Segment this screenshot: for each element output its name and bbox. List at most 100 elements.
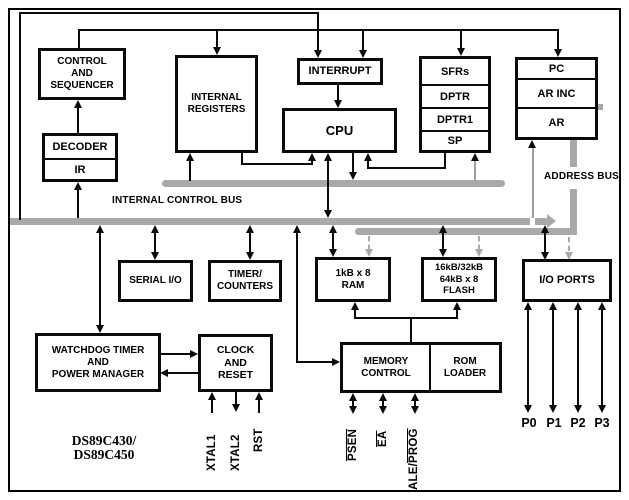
arrow-databus-to-sp: [471, 153, 479, 161]
data-bus-to-sp-line: [474, 158, 476, 181]
dptr-label: DPTR: [440, 90, 470, 103]
bus-watchdog-line: [99, 232, 101, 326]
arrow-psen-down: [349, 406, 357, 414]
arrow-ea-down: [379, 406, 387, 414]
memctl-bracket-right: [456, 310, 458, 318]
memory-control-rom-loader-block: MEMORY CONTROL ROM LOADER: [340, 342, 502, 393]
arrow-into-sfrs: [457, 48, 465, 56]
bus-memctl-hline: [296, 361, 332, 363]
arrow-psen-up: [349, 393, 357, 401]
arrow-bus-to-ir: [74, 182, 82, 190]
arrow-cpu-to-ctrlbus: [324, 210, 332, 218]
rom-loader-cell: ROM LOADER: [431, 345, 499, 390]
arrow-p2-up: [574, 302, 582, 310]
address-bus-label: ADDRESS BUS: [544, 171, 619, 182]
sp-bracket-right: [444, 153, 446, 168]
rom-loader-label: ROM LOADER: [443, 355, 487, 379]
top-outer-line: [19, 12, 319, 14]
left-vertical-line: [19, 12, 21, 220]
address-bus-stub: [598, 104, 603, 110]
address-bus-vertical-lower: [570, 189, 577, 235]
arrow-p0-up: [524, 302, 532, 310]
p2-line: [577, 309, 579, 406]
rst-line: [258, 399, 260, 413]
arrow-into-pc: [554, 49, 562, 57]
cpu-ctrlbus-line: [327, 160, 329, 211]
arrow-aleprog-up: [411, 393, 419, 401]
arrow-p0-down: [524, 405, 532, 413]
arrow-sp-to-cpu: [364, 153, 372, 161]
ar-inc-cell: AR INC: [518, 78, 595, 107]
memory-control-cell: MEMORY CONTROL: [343, 345, 431, 390]
arrow-databus-to-registers: [186, 153, 194, 161]
arrow-into-registers: [213, 47, 221, 55]
p1-line: [552, 309, 554, 406]
memory-control-label: MEMORY CONTROL: [361, 355, 411, 379]
sfrs-cell: SFRs: [422, 59, 488, 84]
dptr1-label: DPTR1: [436, 113, 474, 126]
p0-line: [527, 309, 529, 406]
watchdog-block: WATCHDOG TIMER AND POWER MANAGER: [35, 333, 161, 392]
bus-flash-line: [442, 232, 444, 251]
ram-label: 1kB x 8 RAM: [335, 267, 371, 291]
ar-inc-label: AR INC: [537, 87, 576, 100]
bus-ioports-line: [544, 232, 546, 254]
arrow-rst-in: [255, 392, 263, 400]
arrow-bus-to-ioports: [541, 252, 549, 260]
serial-io-label: SERIAL I/O: [129, 275, 182, 286]
arrow-watchdog-to-bus: [96, 225, 104, 233]
arrow-p2-down: [574, 405, 582, 413]
sp-cell: SP: [422, 130, 488, 150]
dptr-cell: DPTR: [422, 84, 488, 107]
arrow-decoder-to-control: [74, 100, 82, 108]
registers-bracket-bottom: [241, 163, 313, 165]
arrow-bus-to-timer: [246, 252, 254, 260]
arrow-p1-up: [549, 302, 557, 310]
watchdog-label: WATCHDOG TIMER AND POWER MANAGER: [51, 344, 145, 380]
p3-line: [601, 309, 603, 406]
arrow-watchdog-to-clock: [190, 350, 198, 358]
p1-pin-label: P1: [546, 416, 562, 430]
arrow-timer-to-bus: [246, 225, 254, 233]
p0-pin-label: P0: [521, 416, 537, 430]
control-sequencer-block: CONTROL AND SEQUENCER: [38, 48, 126, 100]
sp-bracket-left: [367, 160, 369, 169]
control-bus-to-ar-line: [532, 146, 534, 218]
bus-serial-line: [154, 232, 156, 253]
psen-line: [352, 400, 354, 407]
decoder-label: DECODER: [52, 141, 108, 153]
ir-label: IR: [74, 163, 86, 176]
control-seq-drop-line: [78, 29, 80, 48]
psen-pin-label: PSEN: [347, 428, 359, 461]
arrow-ioports-to-bus: [541, 225, 549, 233]
prog-part: PROG: [408, 428, 420, 463]
interrupt-label: INTERRUPT: [308, 64, 372, 77]
clock-reset-block: CLOCK AND RESET: [198, 334, 273, 392]
arrow-bus-to-watchdog: [96, 325, 104, 333]
ar-label: AR: [548, 117, 565, 129]
io-ports-block: I/O PORTS: [522, 259, 612, 302]
pc-label: PC: [548, 63, 565, 75]
xtal1-pin-label: XTAL1: [206, 434, 218, 471]
sp-label: SP: [447, 135, 463, 147]
clock-to-watchdog-line: [168, 372, 199, 374]
arrow-p1-down: [549, 405, 557, 413]
arrow-cpu-to-databus: [349, 172, 357, 180]
arrow-p3-up: [598, 302, 606, 310]
registers-drop-line: [216, 29, 218, 49]
xtal2-line: [235, 392, 237, 405]
timer-counters-block: TIMER/ COUNTERS: [208, 260, 282, 302]
pc-drop-line: [557, 29, 559, 50]
addrbus-ioports-dashed-line: [568, 237, 570, 251]
arrow-memctl-to-bus: [293, 225, 301, 233]
internal-registers-block: INTERNAL REGISTERS: [175, 55, 258, 153]
ar-cell: AR: [518, 107, 595, 137]
arrow-ram-to-bus: [329, 225, 337, 233]
addrbus-ram-dashed-line: [368, 236, 370, 250]
internal-data-bus: [162, 180, 505, 187]
bus-timer-line: [249, 232, 251, 253]
arrow-ctrlbus-to-ar: [528, 140, 536, 148]
diagram-frame: [8, 8, 621, 492]
arrow-ea-up: [379, 393, 387, 401]
